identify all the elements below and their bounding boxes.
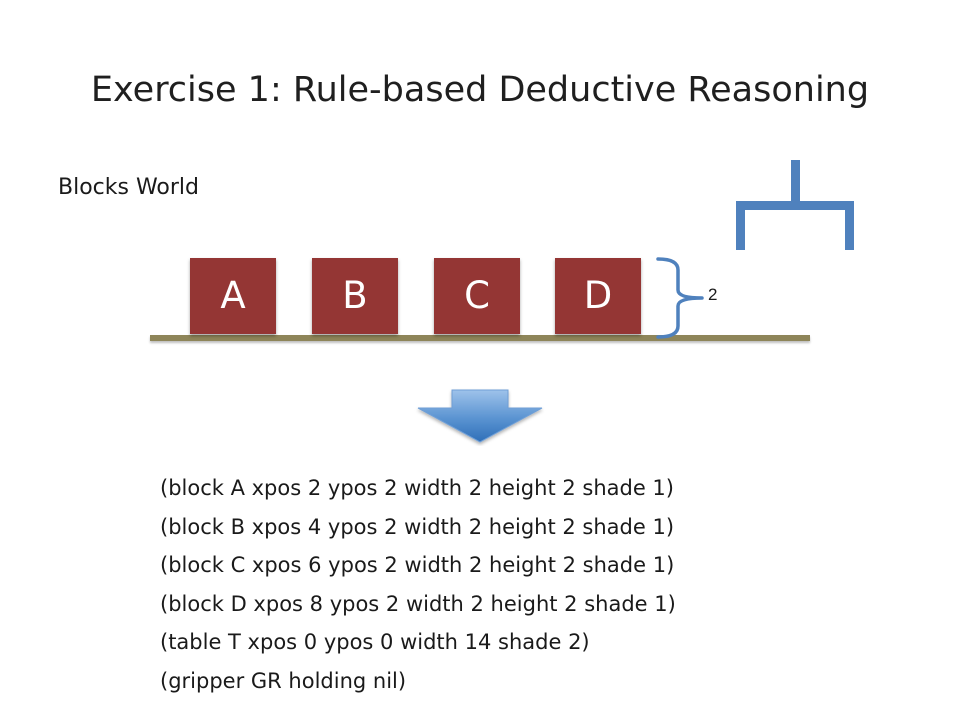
gripper-icon (736, 160, 854, 250)
height-label: 2 (708, 285, 718, 304)
slide-title: Exercise 1: Rule-based Deductive Reasoni… (90, 70, 870, 110)
slide-subtitle: Blocks World (58, 175, 200, 200)
fact-line: (block D xpos 8 ypos 2 width 2 height 2 … (160, 591, 676, 616)
block-b: B (312, 258, 398, 334)
fact-line: (block B xpos 4 ypos 2 width 2 height 2 … (160, 514, 675, 539)
fact-list: (block A xpos 2 ypos 2 width 2 height 2 … (160, 469, 676, 700)
block-a: A (190, 258, 276, 334)
curly-brace-icon (656, 257, 704, 339)
down-arrow-icon (417, 389, 543, 443)
fact-line: (gripper GR holding nil) (160, 668, 407, 693)
table-surface (150, 335, 810, 341)
block-c: C (434, 258, 520, 334)
fact-line: (table T xpos 0 ypos 0 width 14 shade 2) (160, 630, 590, 654)
fact-line: (block C xpos 6 ypos 2 width 2 height 2 … (160, 553, 675, 577)
fact-line: (block A xpos 2 ypos 2 width 2 height 2 … (160, 476, 674, 500)
block-d: D (555, 258, 641, 334)
